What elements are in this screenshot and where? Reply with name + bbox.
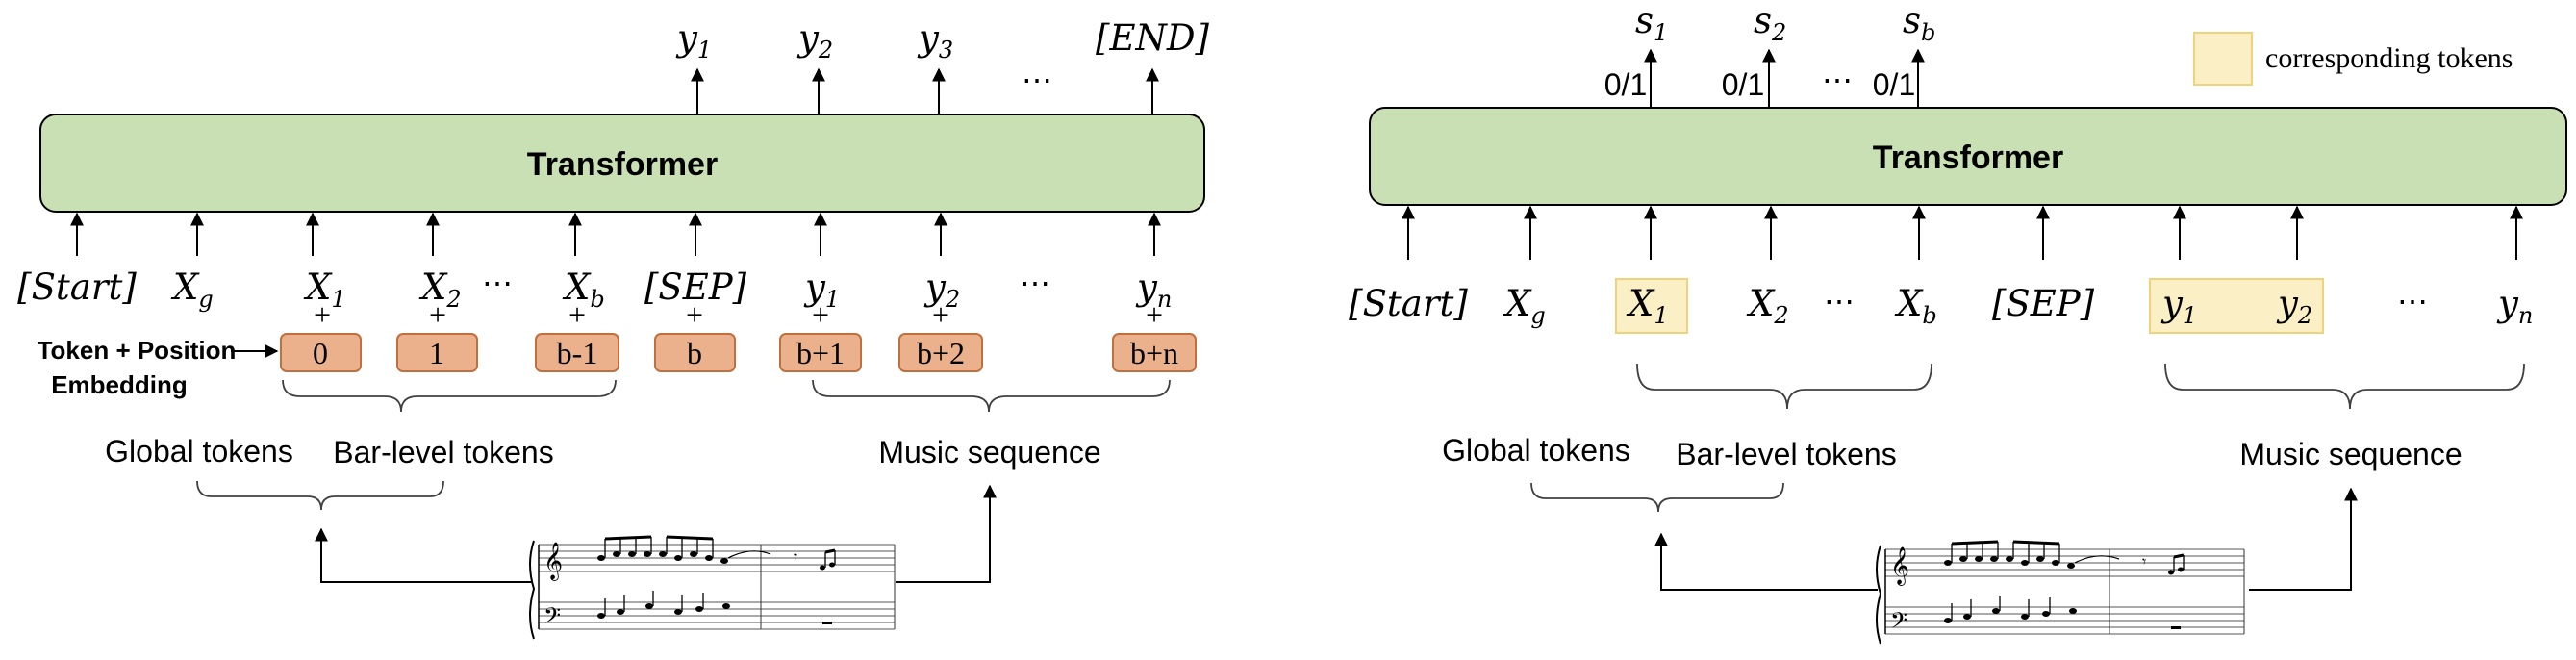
legend-label: corresponding tokens xyxy=(2265,42,2513,74)
left-input-start: [Start] xyxy=(17,267,137,308)
left-input-x2: X2 xyxy=(418,267,462,313)
left-plus-yn: + xyxy=(1146,297,1163,332)
embedding-label-0: 0 xyxy=(313,336,328,370)
left-input-xg: Xg xyxy=(170,267,214,313)
left-input-dots-1: ⋯ xyxy=(482,265,513,301)
right-input-yn: yn xyxy=(2496,283,2533,329)
embedding-label-b-minus-1: b-1 xyxy=(557,336,598,370)
left-input-y1: y1 xyxy=(803,267,840,313)
left-plus-xb: + xyxy=(568,297,586,332)
left-plus-x2: + xyxy=(429,297,446,332)
svg-text:𝄾: 𝄾 xyxy=(794,547,797,566)
embedding-box-b-plus-1 xyxy=(779,333,862,372)
svg-text:𝄾: 𝄾 xyxy=(2142,552,2146,571)
left-plus-sep: + xyxy=(686,297,703,332)
right-transformer-block xyxy=(1369,107,2567,206)
embedding-box-b-plus-n xyxy=(1112,333,1197,372)
right-input-dots-2: ⋯ xyxy=(2397,283,2428,319)
left-plus-y2: + xyxy=(932,297,949,332)
left-global-tokens-label: Global tokens xyxy=(105,434,293,469)
left-panel: Transformer y1 y2 y3 ⋯ [END] [Start] Xg … xyxy=(17,17,1210,640)
embedding-label-line2: Embedding xyxy=(51,370,188,399)
right-input-sep: [SEP] xyxy=(1992,283,2095,324)
embedding-box-b-plus-2 xyxy=(898,333,983,372)
right-highlight-y1-y2 xyxy=(2149,278,2324,334)
right-input-y2: y2 xyxy=(2276,283,2312,329)
right-output-dots: ⋯ xyxy=(1822,62,1853,98)
left-input-sep: [SEP] xyxy=(644,267,747,308)
left-bar-level-tokens-label: Bar-level tokens xyxy=(333,435,553,470)
right-output-s1: s1 xyxy=(1635,0,1668,46)
right-input-xg: Xg xyxy=(1503,283,1546,329)
svg-text:𝄞: 𝄞 xyxy=(543,542,563,581)
right-transformer-label: Transformer xyxy=(1873,140,2063,176)
embedding-label-b: b xyxy=(687,336,702,370)
svg-text:𝄞: 𝄞 xyxy=(1890,546,1909,586)
right-highlight-x1 xyxy=(1615,278,1688,334)
right-binary-label-2: 0/1 xyxy=(1722,67,1764,102)
left-output-end: [END] xyxy=(1096,17,1209,59)
left-output-y2: y2 xyxy=(796,17,833,63)
right-score-to-tokens-arrow xyxy=(1654,532,1878,591)
legend-swatch xyxy=(2193,32,2253,86)
right-music-seq-brace xyxy=(2164,363,2525,410)
left-input-x1: X1 xyxy=(303,267,346,313)
right-input-x2: X2 xyxy=(1746,283,1789,329)
right-input-dots-1: ⋯ xyxy=(1824,283,1855,319)
embedding-label-1: 1 xyxy=(429,336,444,370)
left-transformer-label: Transformer xyxy=(527,146,718,183)
left-embedding-boxes: 0 1 b-1 b b+1 b+2 b+n xyxy=(280,333,1197,372)
right-tokens-group-brace xyxy=(1530,482,1784,513)
left-output-dots: ⋯ xyxy=(1022,62,1052,98)
left-music-seq-brace xyxy=(812,379,1171,413)
embedding-box-0 xyxy=(280,333,362,372)
right-global-tokens-label: Global tokens xyxy=(1442,433,1630,468)
embedding-box-b xyxy=(654,333,736,372)
right-input-y1: y1 xyxy=(2160,283,2197,329)
left-plus-x1: + xyxy=(314,297,331,332)
left-input-xb: Xb xyxy=(562,267,605,313)
left-score-to-tokens-arrow xyxy=(315,527,532,583)
embedding-label-b-plus-n: b+n xyxy=(1130,336,1178,370)
embedding-label-b-plus-2: b+2 xyxy=(917,336,965,370)
left-tokens-group-brace xyxy=(196,480,444,511)
left-transformer-block xyxy=(39,114,1205,213)
right-music-sequence-label: Music sequence xyxy=(2239,437,2462,471)
right-binary-label-3: 0/1 xyxy=(1873,67,1915,102)
left-plus-y1: + xyxy=(812,297,829,332)
right-input-xb: Xb xyxy=(1894,283,1937,329)
right-score-to-music-arrow xyxy=(2249,487,2358,591)
left-input-y2: y2 xyxy=(923,267,960,313)
right-output-s2: s2 xyxy=(1754,0,1786,46)
right-binary-label-1: 0/1 xyxy=(1604,67,1647,102)
right-bar-tokens-brace xyxy=(1636,363,1932,410)
embedding-box-b-minus-1 xyxy=(535,333,619,372)
left-output-y3: y3 xyxy=(917,17,953,63)
left-output-y1: y1 xyxy=(675,17,712,63)
right-output-sb: sb xyxy=(1903,0,1935,46)
right-bar-level-tokens-label: Bar-level tokens xyxy=(1676,437,1896,471)
right-input-start: [Start] xyxy=(1349,283,1468,324)
svg-text:𝄢: 𝄢 xyxy=(1890,607,1907,639)
svg-text:𝄢: 𝄢 xyxy=(543,602,561,634)
left-music-sequence-label: Music sequence xyxy=(878,435,1100,470)
left-score-to-music-arrow xyxy=(896,484,997,583)
left-sheet-music: 𝄞 𝄢 𝄾 xyxy=(529,535,896,640)
left-input-yn: yn xyxy=(1135,267,1172,313)
embedding-box-1 xyxy=(396,333,478,372)
right-sheet-music: 𝄞 𝄢 𝄾 xyxy=(1876,540,2245,645)
embedding-label-line1: Token + Position xyxy=(38,336,237,365)
embedding-label-b-plus-1: b+1 xyxy=(796,336,845,370)
left-input-dots-2: ⋯ xyxy=(1020,265,1050,301)
right-input-x1: X1 xyxy=(1626,283,1669,329)
right-panel: corresponding tokens Transformer s1 s2 s… xyxy=(1349,0,2567,645)
left-bar-tokens-brace xyxy=(282,379,617,413)
